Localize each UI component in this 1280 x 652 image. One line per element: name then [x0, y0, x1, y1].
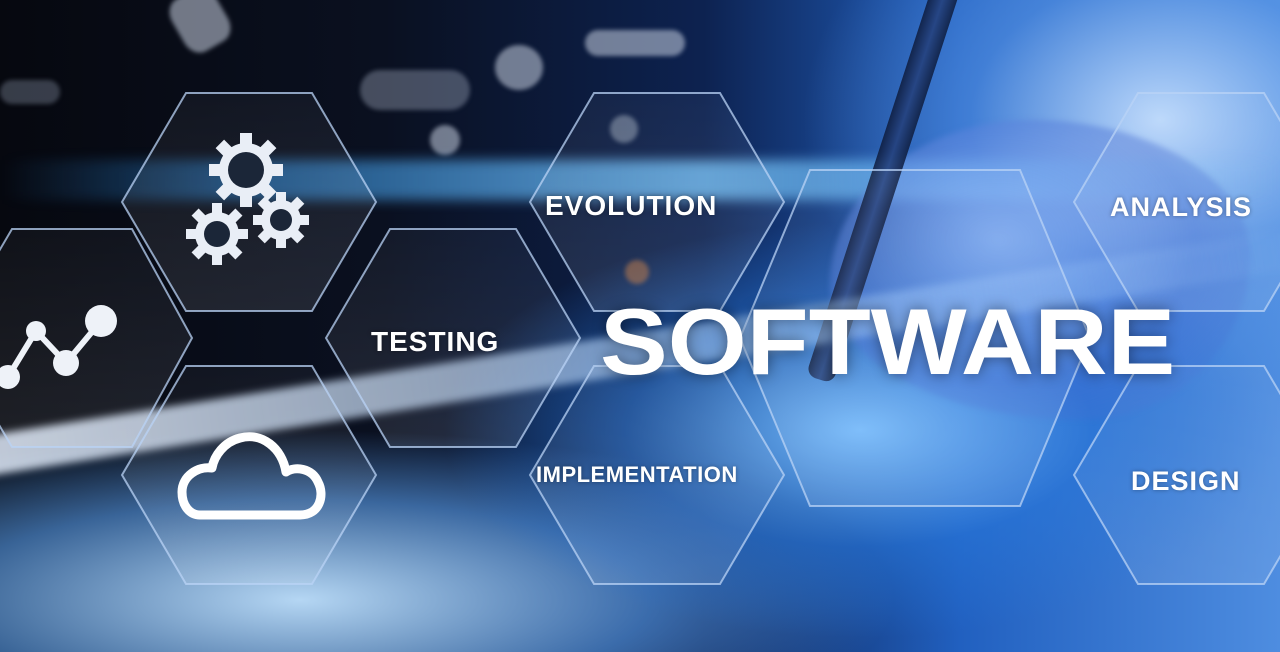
- label-analysis: ANALYSIS: [1110, 192, 1253, 222]
- blurred-pill-2: [495, 45, 543, 90]
- hexagon-evolution: [528, 92, 786, 312]
- blurred-pill-7: [0, 80, 60, 104]
- hexagon-design: [1072, 365, 1280, 585]
- hexagon-implementation: [528, 365, 786, 585]
- hexagon-center: [738, 169, 1092, 507]
- hexagon-testing: [324, 228, 582, 448]
- blurred-pill-5: [430, 125, 460, 155]
- label-design: DESIGN: [1131, 466, 1241, 496]
- label-evolution: EVOLUTION: [545, 190, 718, 221]
- cloud-icon: [177, 432, 326, 520]
- blurred-pill-4: [360, 70, 470, 110]
- label-testing: TESTING: [371, 326, 500, 357]
- hexagon-chart: [0, 228, 194, 448]
- hexagon-analysis: [1072, 92, 1280, 312]
- line-chart-icon: [0, 305, 117, 389]
- blurred-pill-3: [585, 30, 685, 56]
- label-implementation: IMPLEMENTATION: [536, 462, 738, 487]
- headline-software: SOFTWARE: [600, 289, 1176, 394]
- hexagon-cloud: [120, 365, 378, 585]
